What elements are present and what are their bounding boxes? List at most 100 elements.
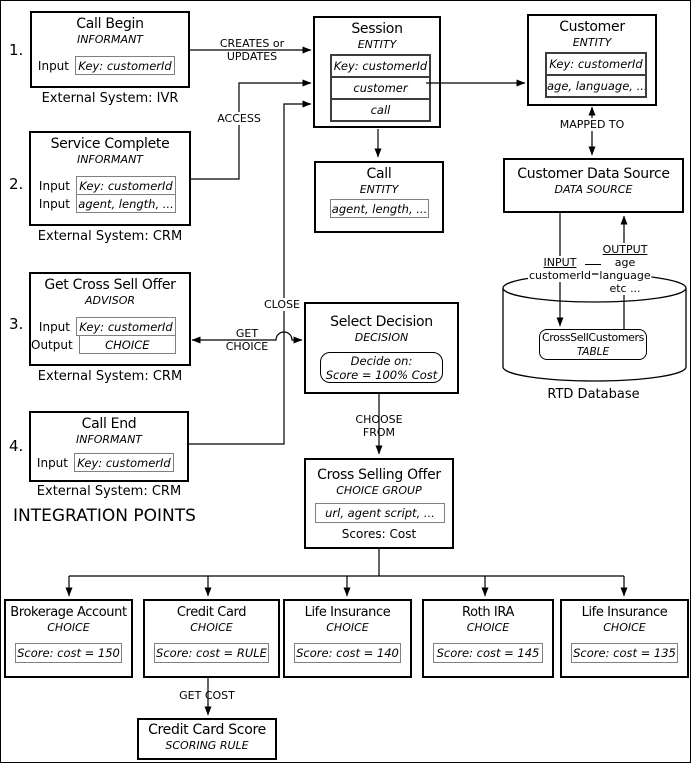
external-system-caption: External System: CRM [36,484,182,499]
box-title: Service Complete [50,136,170,152]
integration-point-number: 3. [9,315,24,333]
edge-label-access: ACCESS [215,112,263,125]
attribute-row: url, agent script, ... [315,503,445,523]
box-title: Select Decision [330,314,433,330]
io-row: Input agent, length, ... [31,194,189,213]
external-system-caption: External System: CRM [37,229,183,244]
io-row: Output CHOICE [31,335,189,354]
attribute-row: age, language, ... [547,74,645,96]
io-value: CHOICE [78,335,176,354]
box-title: Credit Card [176,605,247,620]
box-type: DATA SOURCE [554,183,633,196]
box-title: Life Insurance [581,605,668,620]
io-direction: Output [31,338,73,352]
edge-label-get-cost: GET COST [179,689,235,702]
choice-life-insurance-1: Life Insurance CHOICE Score: cost = 140 [283,599,412,678]
box-title: Call Begin [76,16,144,32]
decision-rule: Decide on: Score = 100% Cost [320,352,443,383]
box-type: CHOICE [190,621,233,634]
edge-label-get-choice: GET CHOICE [225,327,269,353]
box-title: Life Insurance [304,605,391,620]
box-title: Customer [559,19,625,35]
integration-point-number: 1. [9,41,24,59]
io-direction: Input [37,58,69,73]
database-caption: RTD Database [547,387,640,402]
box-type: INFORMANT [76,33,144,46]
choice-credit-card: Credit Card CHOICE Score: cost = RULE [143,599,280,678]
box-title: Brokerage Account [10,605,127,620]
box-type: ADVISOR [84,294,136,307]
io-direction: Input [36,455,68,470]
box-title: Call End [81,416,137,432]
box-title: Cross Selling Offer [317,467,441,483]
integration-point-number: 4. [9,437,24,455]
attribute-row: Key: customerId [549,57,643,71]
io-row: Input Key: customerId [31,176,189,195]
choice-roth-ira: Roth IRA CHOICE Score: cost = 145 [422,599,554,678]
attribute-row: agent, length, ... [330,199,429,218]
choice-life-insurance-2: Life Insurance CHOICE Score: cost = 135 [560,599,689,678]
attribute-row: call [332,98,429,120]
box-type: ENTITY [572,36,612,49]
box-type: DECISION [354,331,409,344]
entity-customer: Customer ENTITY Key: customerId age, lan… [527,14,657,106]
scoring-rule-credit-card-score: Credit Card Score SCORING RULE [137,718,277,760]
box-title: Get Cross Sell Offer [44,277,176,293]
external-system-caption: External System: CRM [37,369,183,384]
entity-call: Call ENTITY agent, length, ... [314,161,444,233]
data-source-customer: Customer Data Source DATA SOURCE [503,158,684,213]
choice-group-cross-selling-offer: Cross Selling Offer CHOICE GROUP url, ag… [304,458,454,549]
box-type: SCORING RULE [165,739,249,752]
attribute-table: Key: customerId customer call [330,54,431,122]
informant-call-end: Call End INFORMANT Input Key: customerId [29,411,189,482]
io-value: Key: customerId [76,176,176,195]
io-value: Key: customerId [76,317,176,336]
box-title: Credit Card Score [148,722,266,738]
io-row: Input Key: customerId [31,453,187,472]
edge-label-choose-from: CHOOSE FROM [355,413,403,439]
attribute-table: Key: customerId age, language, ... [545,52,647,98]
score-value: Score: cost = RULE [154,643,269,663]
attribute-row: customer [332,76,429,98]
integration-point-number: 2. [9,175,24,193]
io-direction: Input [38,319,70,334]
box-type: ENTITY [357,38,397,51]
box-type: ENTITY [359,183,399,196]
box-type: INFORMANT [75,433,143,446]
score-value: Score: cost = 145 [433,643,543,663]
informant-call-begin: Call Begin INFORMANT Input Key: customer… [30,11,190,88]
box-type: CHOICE [47,621,90,634]
io-row: Input Key: customerId [32,56,188,75]
box-type: INFORMANT [76,153,144,166]
external-system-caption: External System: IVR [41,91,179,106]
decision-select-decision: Select Decision DECISION Decide on: Scor… [304,302,459,394]
entity-session: Session ENTITY Key: customerId customer … [313,16,441,128]
io-value: agent, length, ... [76,194,176,213]
score-value: Score: cost = 135 [571,643,678,663]
advisor-get-cross-sell-offer: Get Cross Sell Offer ADVISOR Input Key: … [29,272,191,366]
decision-rule-line: Score = 100% Cost [325,367,438,382]
scores-label: Scores: Cost [341,527,417,541]
box-title: Session [351,21,403,37]
edge-label-output: OUTPUT age language etc ... [598,243,652,295]
database-table-crosssellcustomers: CrossSellCustomers TABLE [539,329,647,360]
io-value: Key: customerId [75,56,175,75]
box-type: CHOICE [466,621,510,634]
score-value: Score: cost = 150 [15,643,122,663]
box-title: Customer Data Source [517,166,670,182]
box-title: Call [366,166,392,182]
edge-label-creates-or-updates: CREATES or UPDATES [219,37,285,63]
label-tie-line [585,264,601,265]
box-type: CHOICE GROUP [336,484,422,497]
box-type: CHOICE [603,621,646,634]
edge-label-input: INPUT customerId [527,256,593,282]
table-type: TABLE [576,345,610,358]
score-value: Score: cost = 140 [294,643,401,663]
attribute-row: Key: customerId [333,59,428,73]
edge-label-close: CLOSE [261,298,303,311]
edge-label-mapped-to: MAPPED TO [557,118,627,131]
box-type: CHOICE [326,621,369,634]
informant-service-complete: Service Complete INFORMANT Input Key: cu… [29,131,191,226]
diagram-heading: INTEGRATION POINTS [13,506,196,526]
